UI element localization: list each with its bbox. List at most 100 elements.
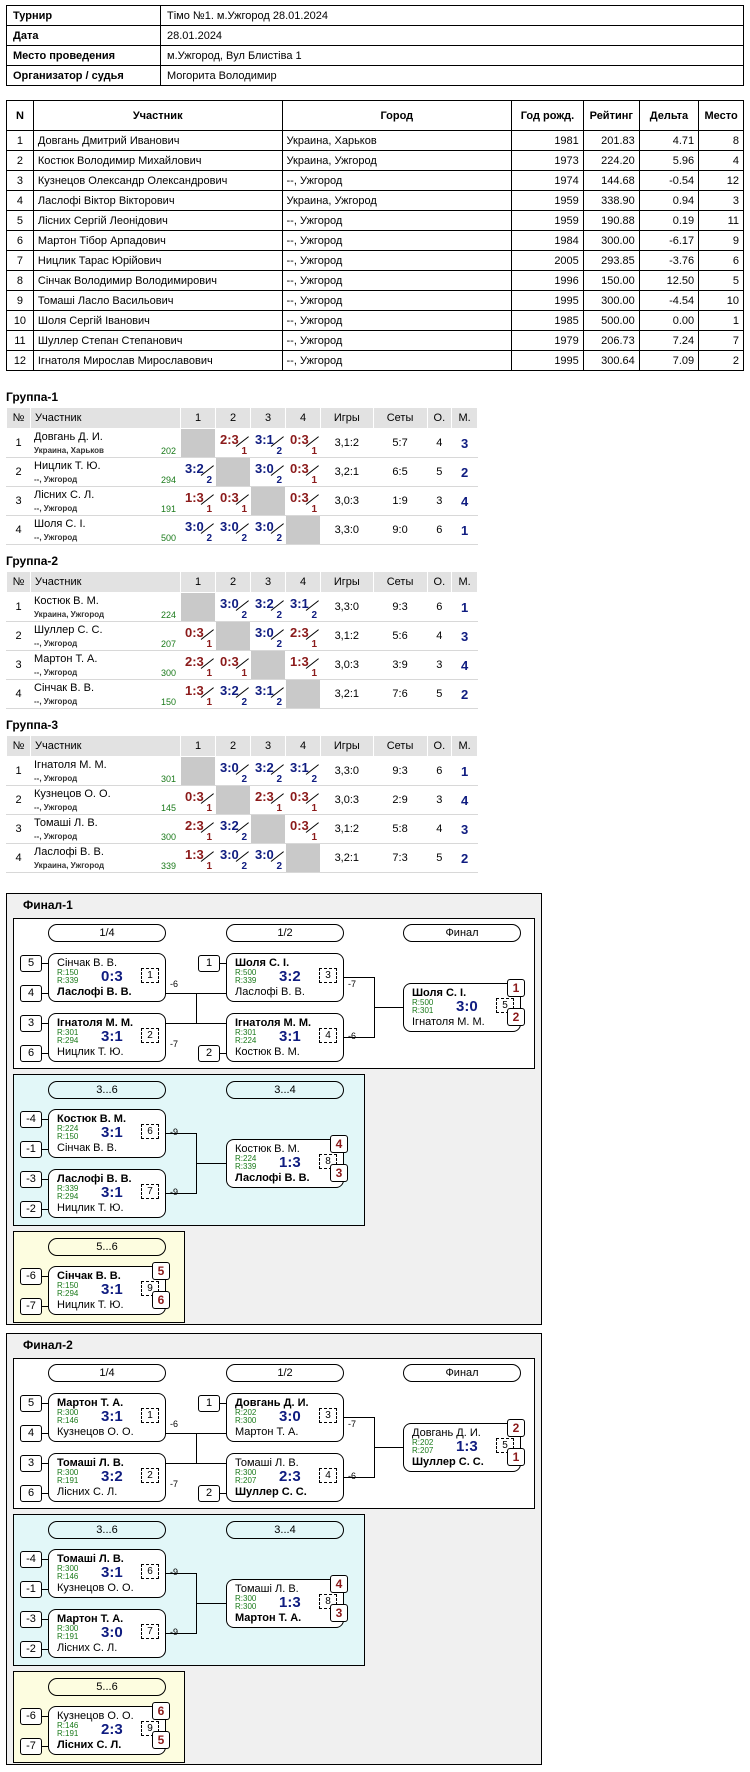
group-header: 4 xyxy=(285,735,321,757)
seed-box: 3 xyxy=(20,1015,42,1032)
match-player-top: Шоля С. І. xyxy=(235,957,290,969)
match-points: 1 xyxy=(206,668,212,679)
table-cell: 500.00 xyxy=(582,310,640,331)
match-score: 1:3 xyxy=(456,1438,478,1455)
round-header: 3...4 xyxy=(226,1081,344,1099)
player-rating: 294 xyxy=(160,475,176,485)
match-points: 2 xyxy=(241,774,247,785)
table-cell: 7 xyxy=(698,330,744,351)
match-rating-bottom: R:207 xyxy=(412,1446,434,1455)
match-player-top: Кузнецов О. О. xyxy=(57,1710,134,1722)
match-rating-bottom: R:146 xyxy=(57,1416,79,1425)
place-value: 3 xyxy=(460,821,469,837)
match-points: 2 xyxy=(311,610,317,621)
match-score: 3:2 xyxy=(101,1468,123,1485)
match-points: 2 xyxy=(276,697,282,708)
bracket-line xyxy=(42,1149,48,1150)
bracket-line xyxy=(196,1163,226,1164)
match-number: 5 xyxy=(496,998,514,1013)
match-points: 1 xyxy=(241,446,247,457)
match-player-bottom: Лісних С. Л. xyxy=(57,1486,118,1498)
match-points: 1 xyxy=(206,504,212,515)
table-cell: 11 xyxy=(698,210,744,231)
bracket-line xyxy=(196,1603,226,1604)
match-player-bottom: Мартон Т. А. xyxy=(235,1426,299,1438)
table-cell: -6.17 xyxy=(638,230,700,251)
match-rating-top: R:500 xyxy=(412,998,434,1007)
group-sets: 9:3 xyxy=(372,592,428,622)
match-player-top: Ласлофі В. В. xyxy=(57,1173,132,1185)
match-points: 2 xyxy=(276,774,282,785)
table-cell: 1981 xyxy=(511,130,584,151)
table-cell: 10 xyxy=(698,290,744,311)
match-number: 2 xyxy=(141,1028,159,1043)
match-points: 1 xyxy=(311,668,317,679)
match-points: 2 xyxy=(276,610,282,621)
group-games: 3,0:3 xyxy=(320,650,374,680)
bracket-line xyxy=(166,993,196,994)
match-points: 2 xyxy=(206,533,212,544)
loser-label: -7 xyxy=(348,979,357,989)
player-rating: 500 xyxy=(160,533,176,543)
table-cell: Сінчак Володимир Володимирович xyxy=(32,270,283,291)
seed-box: 4 xyxy=(20,985,42,1002)
group-games: 3,1:2 xyxy=(320,814,374,844)
place-value: 4 xyxy=(460,493,469,509)
match-score: 0:3 xyxy=(290,432,309,447)
player-name: Томаші Л. В. xyxy=(34,817,98,829)
match-score: 2:3 xyxy=(279,1468,301,1485)
player-city: --, Ужгород xyxy=(34,475,78,484)
match-rating-top: R:224 xyxy=(235,1154,257,1163)
table-cell: 2 xyxy=(6,150,34,171)
group-points: 4 xyxy=(426,814,453,844)
match-points: 1 xyxy=(206,861,212,872)
match-points: 1 xyxy=(311,446,317,457)
bracket-line xyxy=(42,1276,48,1277)
player-city: --, Ужгород xyxy=(34,697,78,706)
table-cell: 0.19 xyxy=(638,210,700,231)
match-rating-top: R:301 xyxy=(235,1028,257,1037)
group-games: 3,3:0 xyxy=(320,515,374,545)
player-rating: 301 xyxy=(160,774,176,784)
group-place: 4 xyxy=(451,486,478,516)
group-header: 3 xyxy=(250,407,286,429)
match-score: 0:3 xyxy=(290,789,309,804)
match-player-bottom: Костюк В. М. xyxy=(235,1046,300,1058)
seed-box: 1 xyxy=(198,955,220,972)
table-cell: --, Ужгород xyxy=(281,250,513,271)
player-rating: 339 xyxy=(160,861,176,871)
match-rating-bottom: R:300 xyxy=(235,1416,257,1425)
match-points: 2 xyxy=(276,475,282,486)
bracket-line xyxy=(196,993,226,994)
player-city: --, Ужгород xyxy=(34,533,78,542)
match-score: 3:2 xyxy=(279,968,301,985)
group-cell-self xyxy=(250,814,286,844)
group-games: 3,0:3 xyxy=(320,486,374,516)
info-label: Организатор / судья xyxy=(6,65,161,86)
group-place: 3 xyxy=(451,621,478,651)
match-score: 3:1 xyxy=(255,432,274,447)
match-rating-bottom: R:294 xyxy=(57,1036,79,1045)
match-score: 3:0 xyxy=(185,519,204,534)
table-cell: -3.76 xyxy=(638,250,700,271)
player-rating: 300 xyxy=(160,668,176,678)
seed-box: -7 xyxy=(20,1298,42,1315)
match-score: 3:0 xyxy=(101,1624,123,1641)
table-cell: --, Ужгород xyxy=(281,330,513,351)
bracket-line xyxy=(196,1433,226,1434)
table-cell: 224.20 xyxy=(582,150,640,171)
